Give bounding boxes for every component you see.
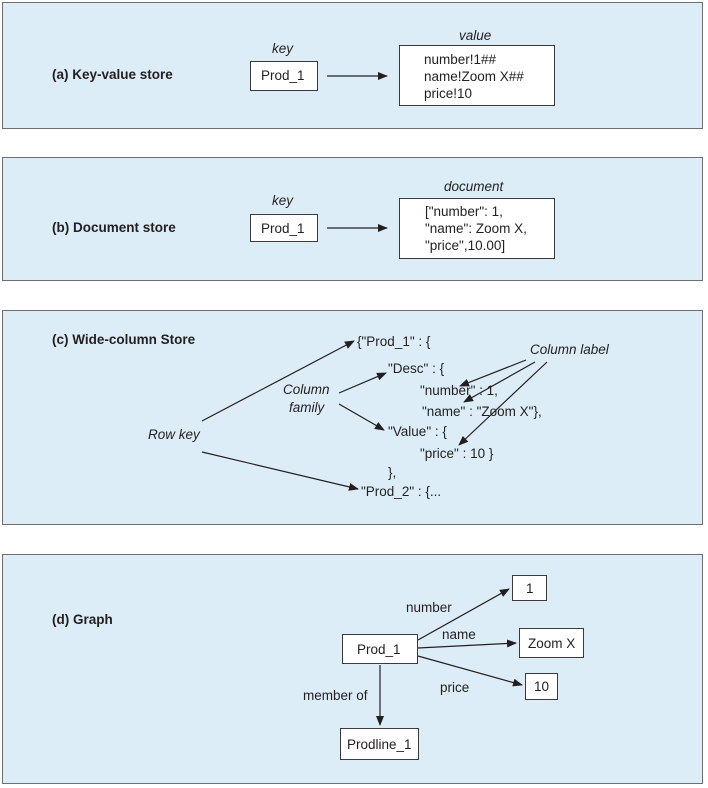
wide-column-line: "Desc" : {	[388, 361, 445, 376]
wide-column-line: "name" : "Zoom X"},	[422, 404, 542, 419]
panel-b-document-box: ["number": 1, "name": Zoom X, "price",10…	[399, 198, 555, 259]
graph-node-label: Prodline_1	[347, 737, 412, 752]
graph-node-10: 10	[525, 673, 558, 700]
graph-edge-label-name: name	[442, 627, 476, 642]
wide-column-line: "price" : 10 }	[420, 446, 494, 461]
graph-node-zoom-x: Zoom X	[519, 628, 584, 658]
wide-column-line: "Value" : {	[388, 424, 447, 439]
graph-node-prod-1: Prod_1	[342, 634, 418, 664]
wide-column-line: {"Prod_1" : {	[357, 334, 431, 349]
graph-node-label: Zoom X	[528, 636, 576, 651]
panel-b-key-box: Prod_1	[250, 214, 318, 242]
wide-column-line: "Prod_2" : {...	[361, 484, 442, 499]
panel-d-title: (d) Graph	[52, 612, 113, 627]
panel-b-document-line: "name": Zoom X,	[425, 221, 527, 236]
graph-edge-label-number: number	[406, 600, 452, 615]
row-key-label: Row key	[148, 427, 200, 442]
panel-b-key-text: Prod_1	[261, 221, 305, 236]
panel-b-document-line: "price",10.00]	[425, 238, 506, 253]
wide-column-line: },	[388, 465, 397, 480]
graph-node-prodline-1: Prodline_1	[340, 728, 419, 760]
panel-document-store	[2, 157, 703, 281]
graph-node-label: Prod_1	[357, 642, 401, 657]
graph-edge-label-price: price	[440, 680, 470, 695]
panel-a-value-line: number!1##	[424, 52, 497, 67]
panel-a-value-line: price!10	[424, 86, 473, 101]
panel-a-title: (a) Key-value store	[52, 67, 173, 82]
panel-a-value-line: name!Zoom X##	[424, 69, 524, 84]
panel-a-value-box: number!1## name!Zoom X## price!10	[399, 45, 555, 106]
graph-edge-label-member-of: member of	[303, 688, 368, 703]
column-family-label-line: family	[289, 400, 325, 415]
panel-c-title: (c) Wide-column Store	[52, 332, 196, 347]
wide-column-line: "number" : 1,	[420, 383, 498, 398]
panel-a-key-box: Prod_1	[250, 61, 318, 91]
panel-b-document-label: document	[444, 179, 504, 194]
column-label: Column label	[530, 342, 609, 357]
panel-a-key-text: Prod_1	[261, 68, 305, 83]
graph-node-label: 1	[526, 581, 534, 596]
panel-a-value-label: value	[459, 28, 492, 43]
column-family-label-line: Column	[283, 382, 330, 397]
graph-node-1: 1	[512, 575, 547, 601]
panel-a-key-label: key	[272, 41, 294, 56]
panel-b-key-label: key	[272, 193, 294, 208]
panel-key-value-store	[2, 2, 703, 129]
panel-b-title: (b) Document store	[52, 220, 176, 235]
graph-node-label: 10	[534, 679, 550, 694]
panel-b-document-line: ["number": 1,	[425, 204, 503, 219]
